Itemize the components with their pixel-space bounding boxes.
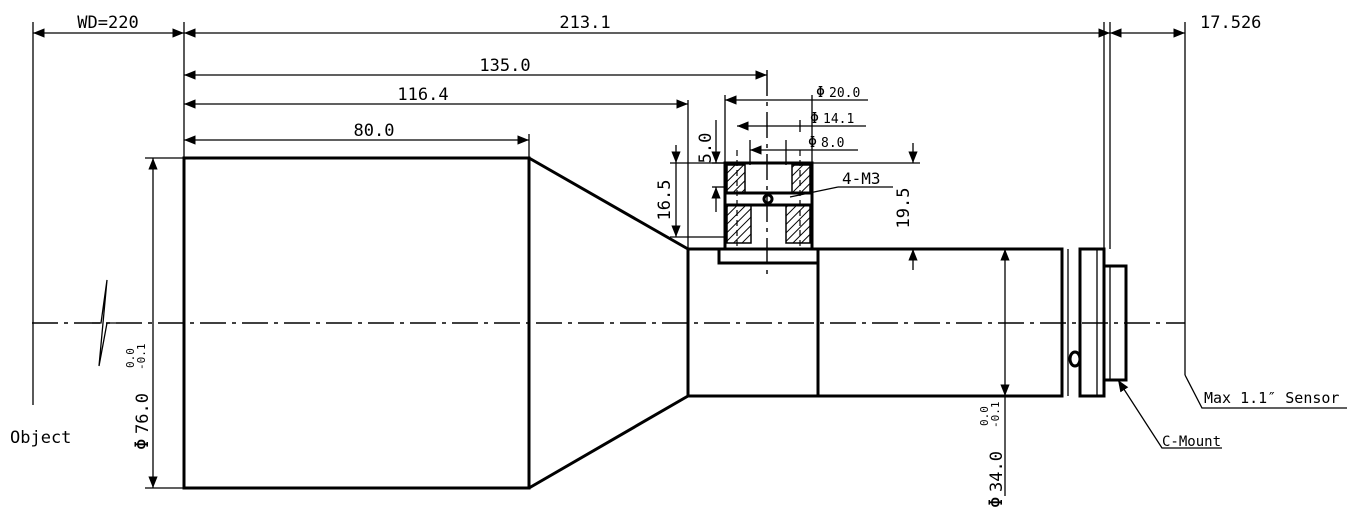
front-tol-lower: -0.1 xyxy=(135,344,148,371)
front-tol-upper: 0.0 xyxy=(124,348,137,368)
screw-callout: 4-M3 xyxy=(842,169,881,188)
wd-dimension: WD=220 xyxy=(77,13,138,33)
taper-bottom xyxy=(528,394,689,490)
mount-h16: 16.5 xyxy=(655,180,675,221)
sensor-label: Max 1.1″ Sensor xyxy=(1204,389,1339,407)
mount-d8: 8.0 xyxy=(821,136,844,151)
rear-dia-symbol: Φ xyxy=(985,497,1007,508)
d14-symbol: Φ xyxy=(810,109,819,127)
taper-top xyxy=(528,156,689,251)
d20-symbol: Φ xyxy=(816,83,825,101)
screw-hole-icon xyxy=(762,193,774,205)
c-mount-thread xyxy=(1102,264,1128,382)
mount-d14: 14.1 xyxy=(823,112,854,127)
object-label: Object xyxy=(10,428,71,448)
dim-116: 116.4 xyxy=(397,85,448,105)
flange-back-dimension: 17.526 xyxy=(1200,13,1261,33)
rear-diameter: 34.0 xyxy=(987,451,1007,492)
front-barrel xyxy=(182,156,531,490)
mount-h5: 5.0 xyxy=(696,133,716,164)
front-dia-symbol: Φ xyxy=(131,439,153,450)
mount-h19: 19.5 xyxy=(894,188,914,229)
c-mount-label: C-Mount xyxy=(1162,434,1221,450)
dim-135: 135.0 xyxy=(479,56,530,76)
front-diameter: 76.0 xyxy=(133,393,153,434)
mounting-block xyxy=(717,70,820,275)
rear-tol-lower: -0.1 xyxy=(989,402,1002,429)
lock-screw-icon xyxy=(1068,350,1082,368)
d8-symbol: Φ xyxy=(808,133,817,151)
dim-80: 80.0 xyxy=(354,121,395,141)
break-symbol xyxy=(92,279,116,367)
rear-tol-upper: 0.0 xyxy=(978,406,991,426)
total-length-dimension: 213.1 xyxy=(559,13,610,33)
mount-d20: 20.0 xyxy=(829,86,860,101)
c-mount-leader xyxy=(1117,379,1222,449)
